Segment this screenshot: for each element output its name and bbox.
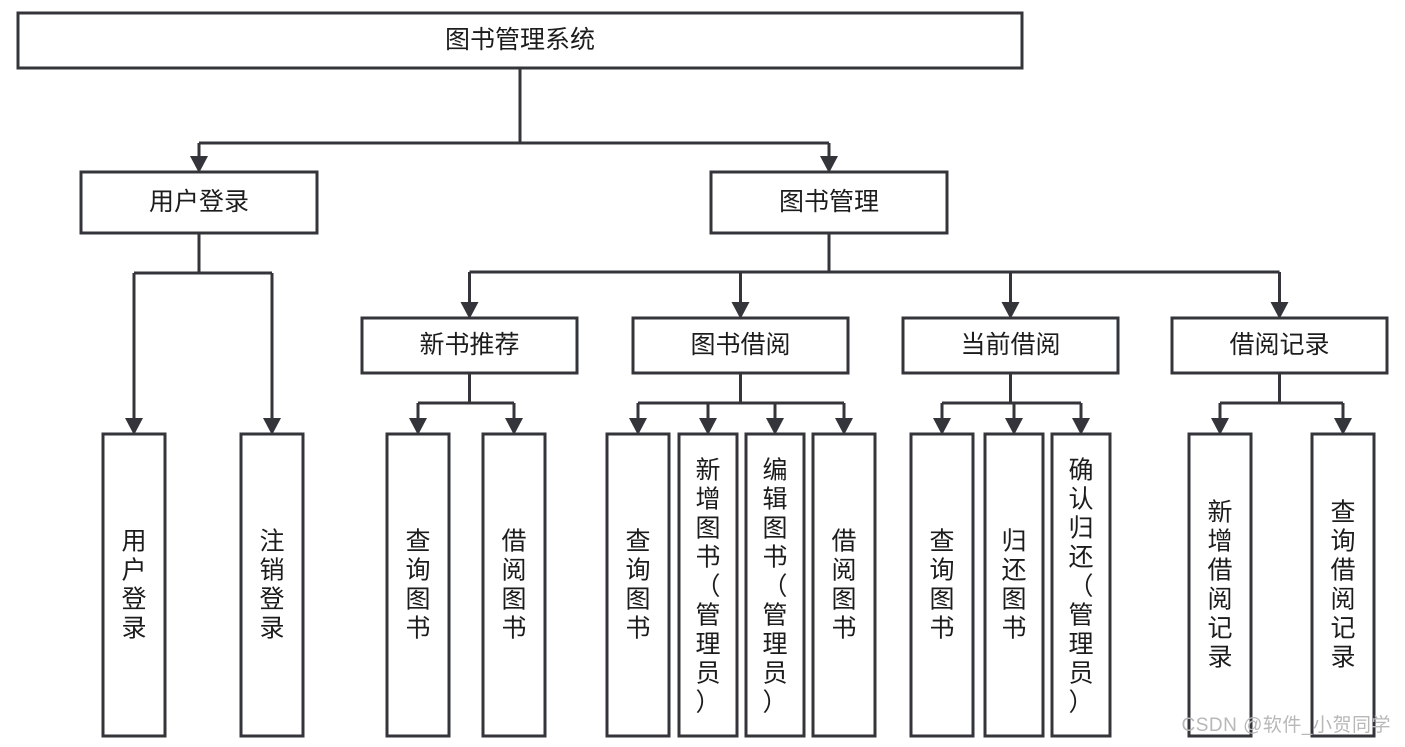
node-label: 编辑图书（管理员） (762, 457, 787, 717)
node-box (101, 432, 167, 738)
node-box (709, 170, 949, 235)
node-label: 用户登录 (121, 528, 146, 643)
node-box (1187, 432, 1253, 738)
arrow-icon (699, 418, 717, 435)
node-box (901, 316, 1120, 375)
node-box (983, 432, 1045, 738)
arrow-icon (629, 418, 647, 435)
node-leaf-add-record[interactable]: 新增借阅记录 (1187, 432, 1253, 738)
node-box (1310, 432, 1376, 738)
node-label: 确认归还（管理员） (1068, 457, 1093, 717)
node-label: 查询图书 (929, 528, 954, 643)
node-new-book-recommend[interactable]: 新书推荐 (360, 316, 579, 375)
arrow-icon (190, 156, 208, 173)
node-leaf-query-book-1[interactable]: 查询图书 (385, 432, 451, 738)
arrow-icon (409, 418, 427, 435)
arrow-icon (766, 418, 784, 435)
node-book-borrow[interactable]: 图书借阅 (631, 316, 850, 375)
node-label: 当前借阅 (960, 331, 1060, 359)
node-box (239, 432, 305, 738)
arrow-icon (1005, 418, 1023, 435)
node-box (605, 432, 671, 738)
node-label: 图书借阅 (690, 331, 790, 359)
node-label: 查询借阅记录 (1330, 499, 1355, 672)
node-leaf-borrow-book-1[interactable]: 借阅图书 (481, 432, 547, 738)
node-label: 注销登录 (259, 528, 284, 643)
node-leaf-confirm-return[interactable]: 确认归还（管理员） (1050, 432, 1112, 738)
node-leaf-query-record[interactable]: 查询借阅记录 (1310, 432, 1376, 738)
arrow-icon (1334, 418, 1352, 435)
node-box (1050, 432, 1112, 738)
node-box (360, 316, 579, 375)
arrow-icon (505, 418, 523, 435)
node-book-manage[interactable]: 图书管理 (709, 170, 949, 235)
arrow-icon (1270, 302, 1289, 319)
arrow-icon (1211, 418, 1229, 435)
arrow-icon (835, 418, 853, 435)
arrow-icon (933, 418, 951, 435)
node-leaf-query-book-3[interactable]: 查询图书 (909, 432, 975, 738)
arrow-icon (125, 418, 143, 435)
arrow-icon (1072, 418, 1090, 435)
node-current-borrow[interactable]: 当前借阅 (901, 316, 1120, 375)
node-box (16, 11, 1024, 70)
node-leaf-logout[interactable]: 注销登录 (239, 432, 305, 738)
node-label: 新书推荐 (419, 331, 519, 359)
node-box (79, 170, 319, 235)
node-label: 借阅图书 (501, 528, 526, 643)
node-borrow-record[interactable]: 借阅记录 (1170, 316, 1389, 375)
node-leaf-query-book-2[interactable]: 查询图书 (605, 432, 671, 738)
node-leaf-return-book[interactable]: 归还图书 (983, 432, 1045, 738)
node-box (385, 432, 451, 738)
node-label: 查询图书 (625, 528, 650, 643)
connector-layer (125, 68, 1352, 435)
node-label: 图书管理 (779, 188, 879, 216)
node-label: 图书管理系统 (445, 26, 595, 54)
arrow-icon (1001, 302, 1020, 319)
node-layer: 图书管理系统用户登录图书管理新书推荐图书借阅当前借阅借阅记录用户登录注销登录查询… (16, 11, 1389, 738)
arrow-icon (460, 302, 479, 319)
node-leaf-edit-book[interactable]: 编辑图书（管理员） (744, 432, 806, 738)
node-leaf-borrow-book-2[interactable]: 借阅图书 (811, 432, 877, 738)
arrow-icon (263, 418, 281, 435)
node-label: 借阅记录 (1229, 331, 1329, 359)
node-label: 新增图书（管理员） (695, 457, 720, 717)
node-box (677, 432, 739, 738)
node-box (631, 316, 850, 375)
node-label: 用户登录 (149, 188, 249, 216)
node-label: 归还图书 (1001, 528, 1026, 643)
node-box (909, 432, 975, 738)
node-label: 借阅图书 (831, 528, 856, 643)
node-root[interactable]: 图书管理系统 (16, 11, 1024, 70)
arrow-icon (820, 156, 838, 173)
arrow-icon (731, 302, 750, 319)
node-leaf-add-book[interactable]: 新增图书（管理员） (677, 432, 739, 738)
node-leaf-user-login[interactable]: 用户登录 (101, 432, 167, 738)
node-box (481, 432, 547, 738)
node-label: 查询图书 (405, 528, 430, 643)
node-box (811, 432, 877, 738)
node-label: 新增借阅记录 (1207, 499, 1232, 672)
node-box (1170, 316, 1389, 375)
node-box (744, 432, 806, 738)
node-user-login[interactable]: 用户登录 (79, 170, 319, 235)
